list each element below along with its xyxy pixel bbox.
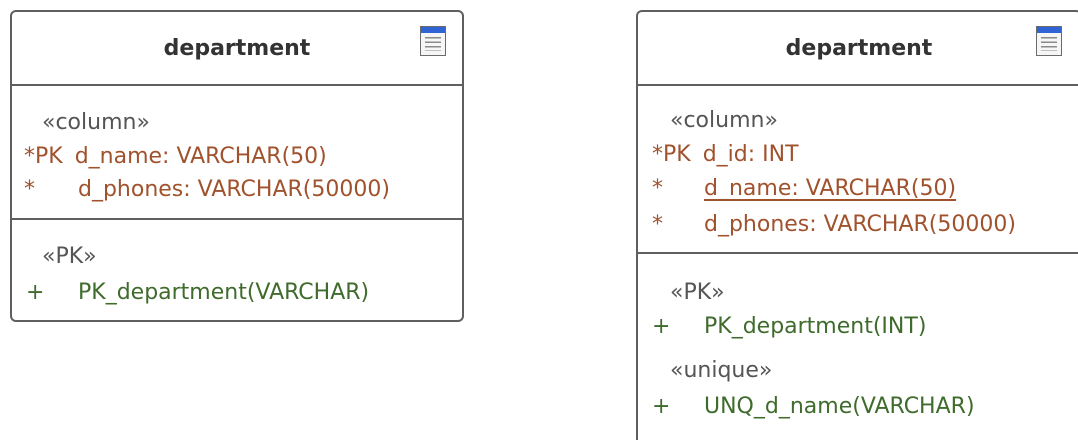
divider: [12, 218, 462, 220]
table-icon: [420, 26, 446, 56]
column-text: d_phones: VARCHAR(50000): [704, 212, 1016, 237]
table-header: department: [12, 12, 462, 86]
column-row[interactable]: * d_phones: VARCHAR(50000): [652, 212, 1016, 237]
column-marker: *PK: [652, 142, 691, 167]
pk-stereotype: «PK»: [42, 244, 97, 269]
operation-marker: +: [652, 314, 671, 339]
column-marker: *: [24, 177, 35, 202]
column-row[interactable]: * d_name: VARCHAR(50): [652, 176, 956, 201]
column-marker: *PK: [24, 144, 63, 169]
column-stereotype: «column»: [670, 108, 778, 133]
column-row[interactable]: *PK d_id: INT: [652, 142, 799, 167]
column-row[interactable]: *PK d_name: VARCHAR(50): [24, 144, 327, 169]
column-text: d_id: INT: [702, 142, 799, 167]
pk-operation-row[interactable]: + PK_department(INT): [652, 314, 926, 339]
column-text: d_name: VARCHAR(50): [704, 176, 957, 201]
unique-operation-row[interactable]: + UNQ_d_name(VARCHAR): [652, 394, 975, 419]
table-icon: [1036, 26, 1062, 56]
operation-marker: +: [26, 280, 45, 305]
column-text: d_phones: VARCHAR(50000): [78, 177, 390, 202]
pk-operation-row[interactable]: + PK_department(VARCHAR): [26, 280, 369, 305]
column-text: d_name: VARCHAR(50): [74, 144, 327, 169]
column-marker: *: [652, 212, 663, 237]
operation-text: PK_department(INT): [704, 314, 927, 339]
operation-text: PK_department(VARCHAR): [78, 280, 370, 305]
operation-text: UNQ_d_name(VARCHAR): [704, 394, 975, 419]
table-header: department: [638, 12, 1078, 86]
department-table-right[interactable]: department «column» *PK d_id: INT * d_name…: [636, 10, 1078, 440]
table-title: department: [785, 36, 933, 61]
column-stereotype: «column»: [42, 110, 150, 135]
unique-stereotype: «unique»: [670, 358, 773, 383]
department-table-left[interactable]: department «column» *PK d_name: VARCHAR(5…: [10, 10, 464, 322]
divider: [638, 252, 1078, 254]
table-title: department: [163, 36, 311, 61]
pk-stereotype: «PK»: [670, 280, 725, 305]
operation-marker: +: [652, 394, 671, 419]
column-row[interactable]: * d_phones: VARCHAR(50000): [24, 177, 390, 202]
column-marker: *: [652, 176, 663, 201]
